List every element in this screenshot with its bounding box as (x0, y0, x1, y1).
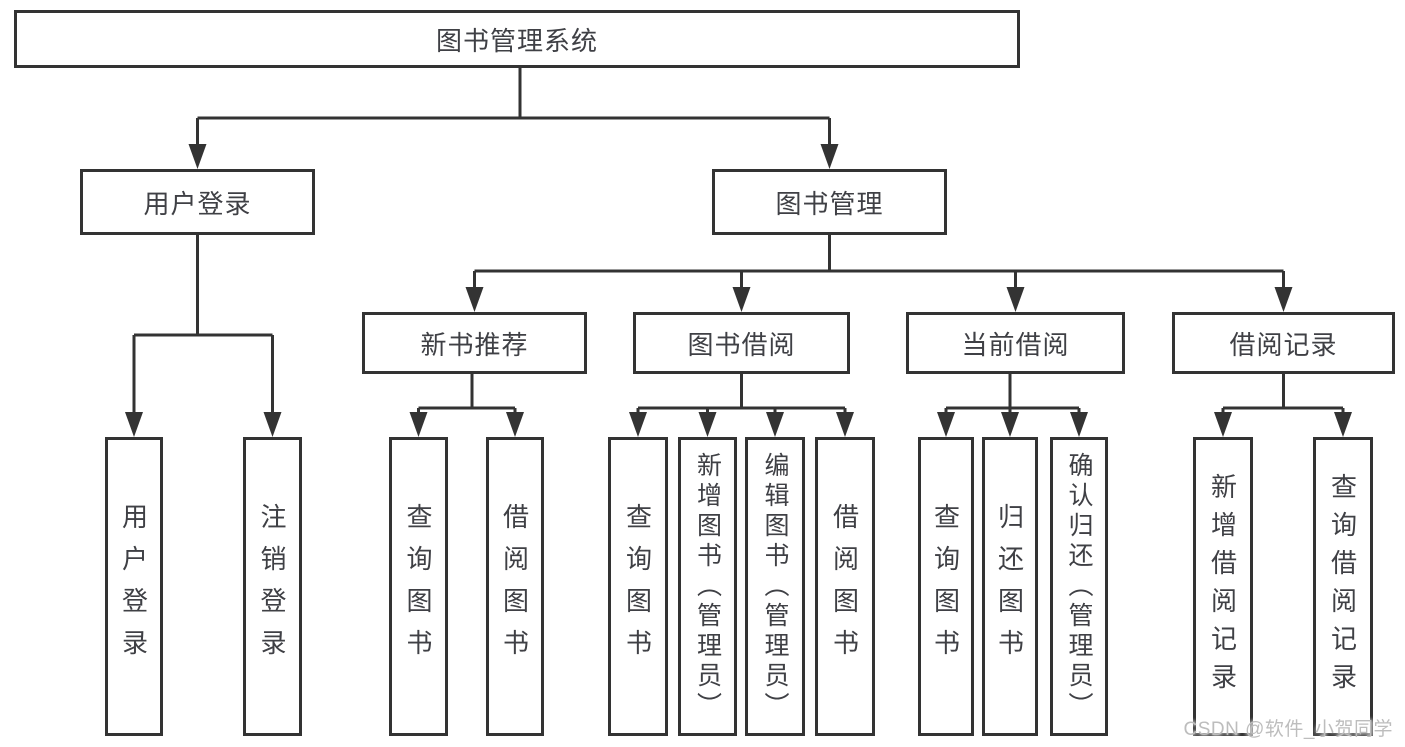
node-borrowing-records: 借阅记录 (1172, 312, 1395, 374)
node-book-management: 图书管理 (712, 169, 947, 235)
arrowhead (937, 412, 955, 437)
connector-borrowing-records (1221, 374, 1345, 418)
connector-user-login (132, 235, 274, 418)
arrowhead (698, 412, 717, 437)
node-new-book-recommendation: 新书推荐 (362, 312, 587, 374)
arrowhead (1274, 287, 1293, 312)
arrowhead (1214, 412, 1232, 437)
leaf-nbr-borrow-books: 借阅图书 (486, 437, 544, 736)
arrowhead (465, 287, 484, 312)
leaf-bb-edit-book-admin: 编辑图书（管理员） (745, 437, 805, 736)
watermark: CSDN @软件_小贺同学 (1183, 719, 1393, 740)
connector-book-management (473, 235, 1285, 292)
arrowhead (820, 144, 839, 169)
arrowhead (263, 412, 282, 437)
node-user-login: 用户登录 (80, 169, 315, 235)
connector-root (196, 67, 831, 150)
arrowhead (1070, 412, 1088, 437)
leaf-bb-query-books: 查询图书 (608, 437, 668, 736)
arrowhead (1006, 287, 1025, 312)
arrowhead (1001, 412, 1019, 437)
node-root: 图书管理系统 (14, 10, 1020, 68)
arrowhead (125, 412, 143, 437)
arrowhead (1334, 412, 1352, 437)
leaf-cb-query-books: 查询图书 (918, 437, 974, 736)
arrowhead (409, 412, 428, 437)
arrowheads (125, 144, 1352, 437)
arrowhead (188, 144, 207, 169)
connector-current-borrowing (944, 374, 1081, 418)
arrowhead (506, 412, 524, 437)
leaf-br-query-borrow-record: 查询借阅记录 (1313, 437, 1373, 736)
node-current-borrowing: 当前借阅 (906, 312, 1125, 374)
arrowhead (629, 412, 647, 437)
leaf-cb-return-books: 归还图书 (982, 437, 1038, 736)
connector-new-book-recommendation (417, 374, 517, 418)
leaf-br-add-borrow-record: 新增借阅记录 (1193, 437, 1253, 736)
connector-book-borrowing (636, 374, 847, 418)
leaf-cb-confirm-return-admin: 确认归还（管理员） (1050, 437, 1108, 736)
arrowhead (836, 412, 854, 437)
arrowhead (766, 412, 784, 437)
leaf-bb-borrow-books: 借阅图书 (815, 437, 875, 736)
node-book-borrowing: 图书借阅 (633, 312, 850, 374)
leaf-logout: 注销登录 (243, 437, 302, 736)
leaf-nbr-query-books: 查询图书 (389, 437, 448, 736)
arrowhead (732, 287, 751, 312)
leaf-user-login: 用户登录 (105, 437, 163, 736)
leaf-bb-add-book-admin: 新增图书（管理员） (678, 437, 737, 736)
